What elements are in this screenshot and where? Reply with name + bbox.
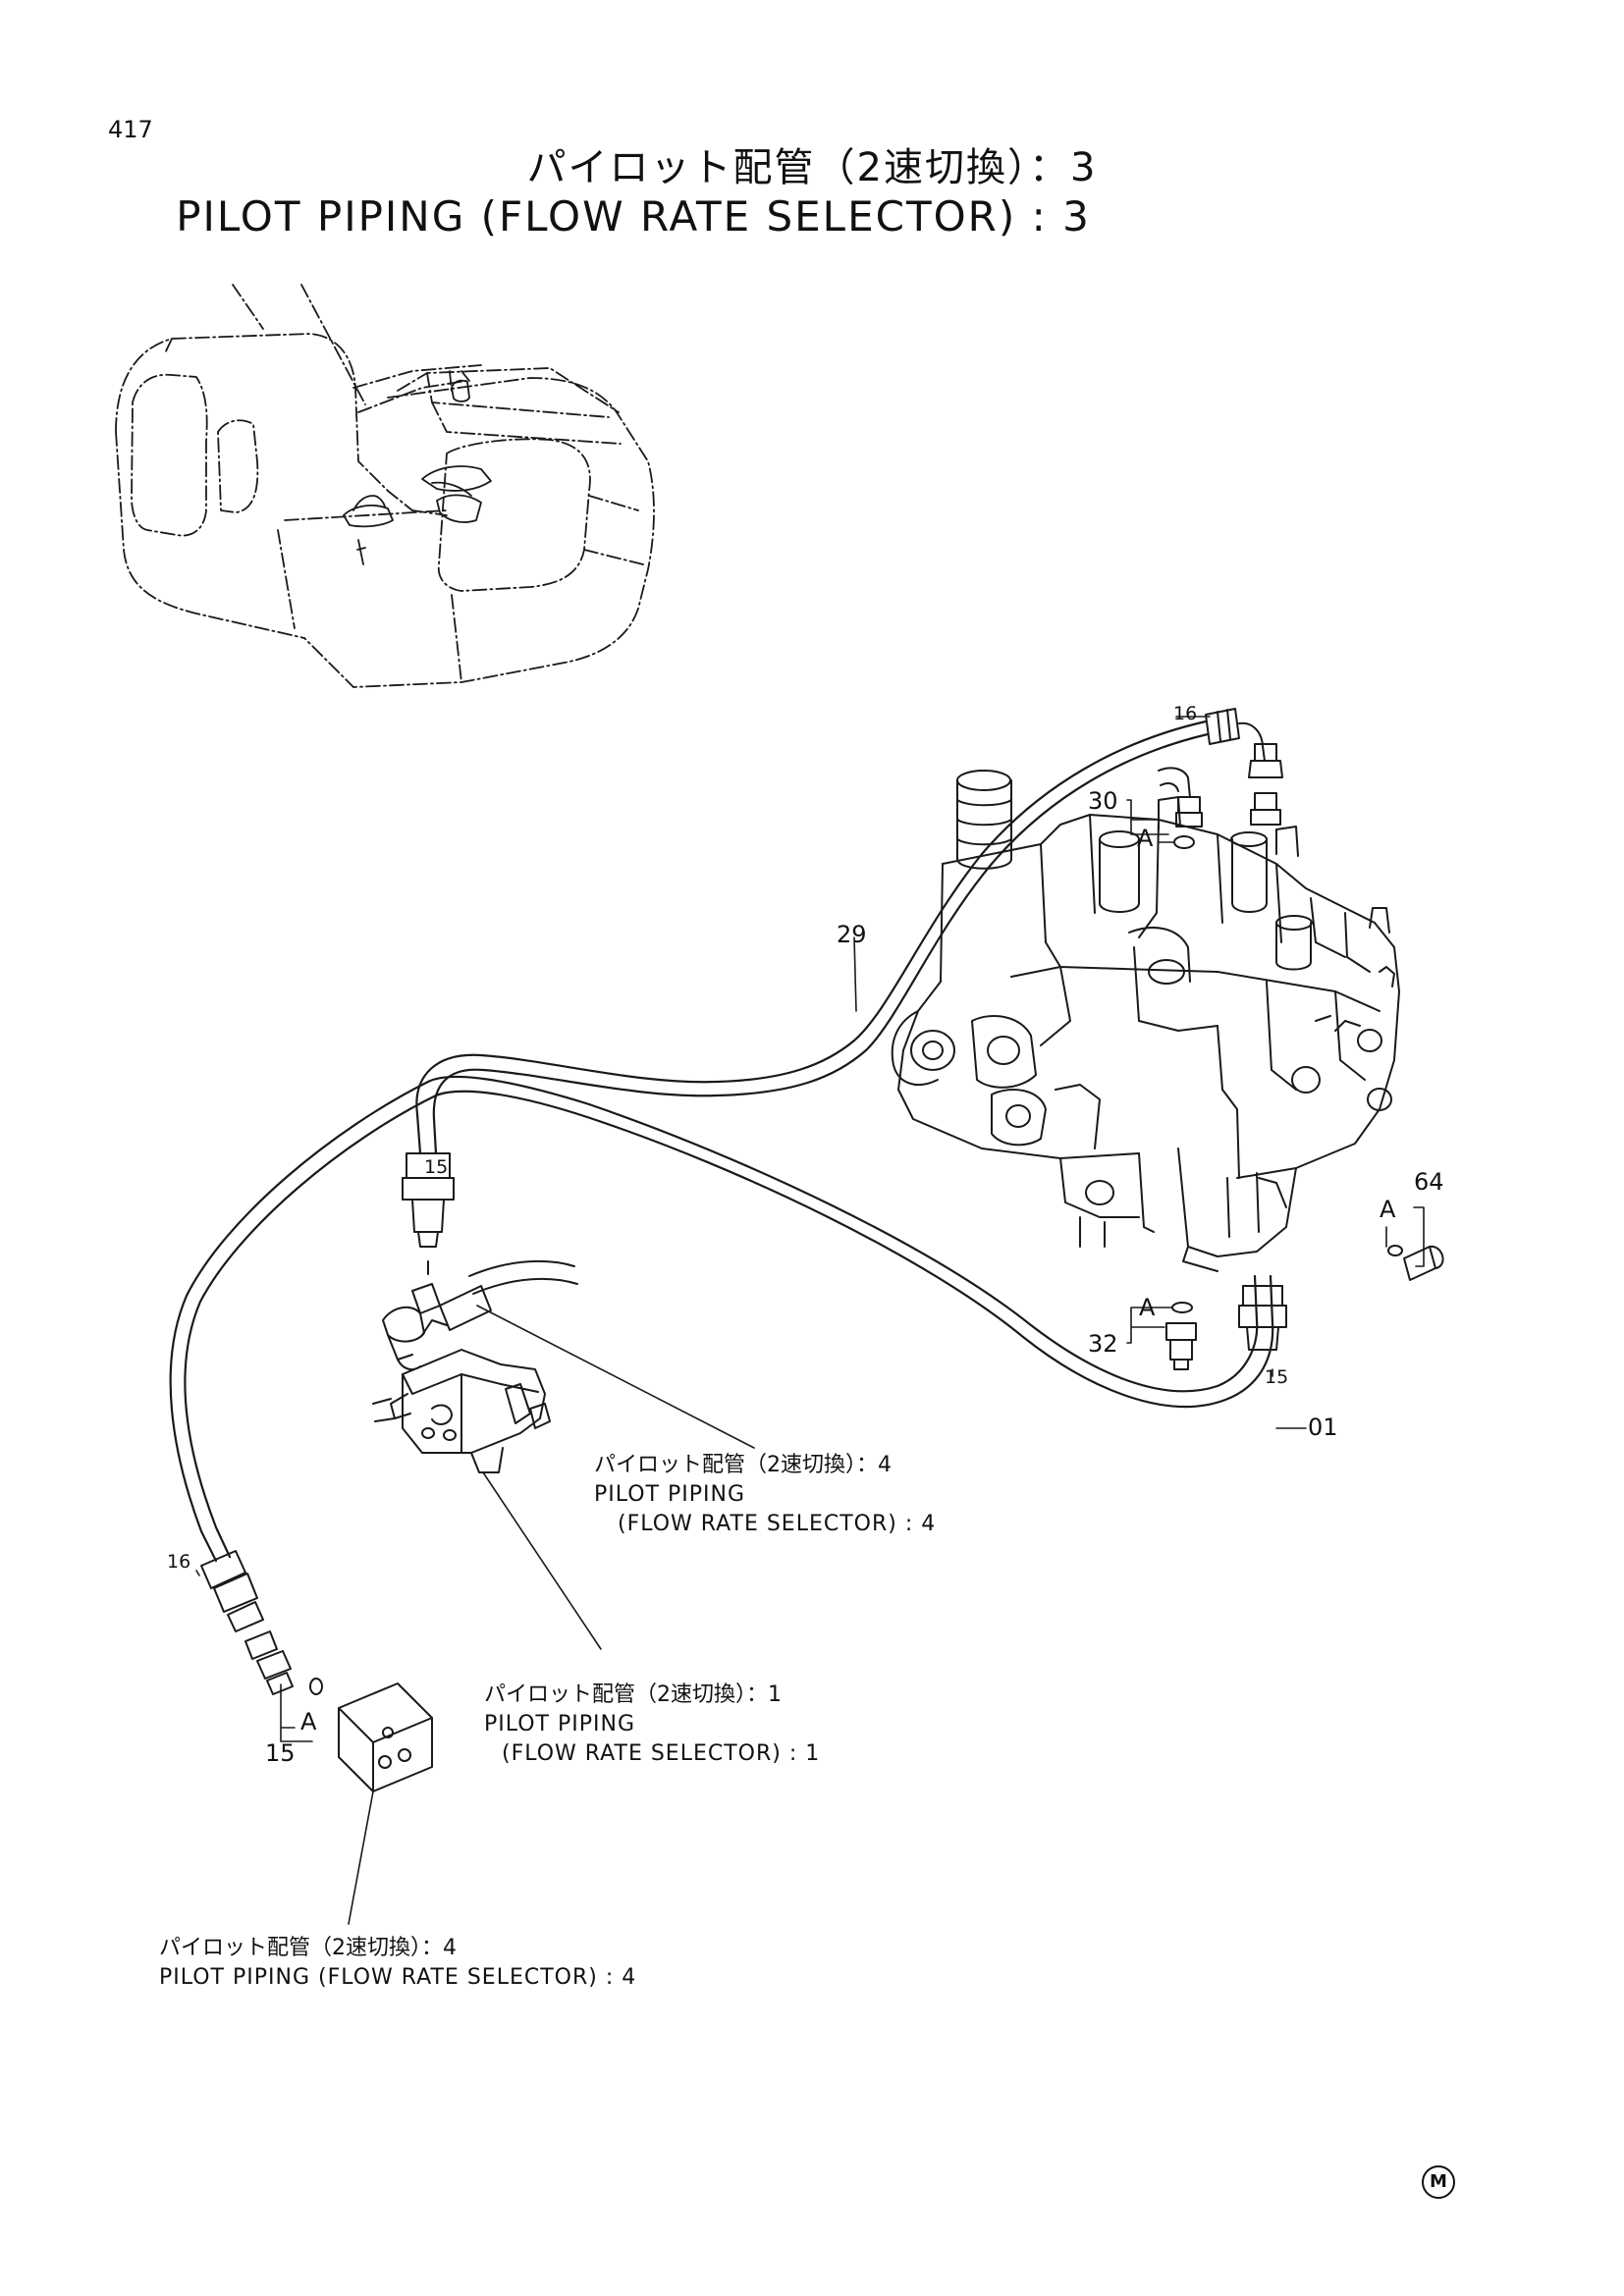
callout-16-top: 16: [1173, 703, 1198, 724]
reference-label-jp: パイロット配管（2速切換）：4: [159, 1936, 457, 1960]
callout-30: 30: [1088, 787, 1118, 815]
callout-15-bottom: 15: [265, 1739, 296, 1767]
callout-a-top: A: [1137, 825, 1154, 852]
reference-pilot-piping-1[interactable]: パイロット配管（2速切換）：1 PILOT PIPING (FLOW RATE …: [484, 1681, 820, 1769]
flow-rate-selector-valve-drawing: [372, 1259, 578, 1473]
callout-a-right: A: [1380, 1196, 1396, 1223]
excavator-overview-drawing: [115, 284, 655, 688]
reference-label-jp: パイロット配管（2速切換）：1: [484, 1682, 782, 1707]
reference-label-jp: パイロット配管（2速切換）：4: [594, 1453, 892, 1477]
page-number: 417: [108, 116, 153, 143]
reference-label-en: PILOT PIPING: [594, 1482, 745, 1507]
reference-label-en: PILOT PIPING (FLOW RATE SELECTOR) : 4: [159, 1965, 637, 1990]
callout-32: 32: [1088, 1330, 1118, 1358]
reference-label-en-detail: (FLOW RATE SELECTOR) : 1: [502, 1741, 821, 1766]
callout-15-left: 15: [424, 1156, 449, 1178]
callout-15-right: 15: [1265, 1366, 1289, 1388]
reference-pilot-piping-4-upper[interactable]: パイロット配管（2速切換）：4 PILOT PIPING (FLOW RATE …: [594, 1451, 936, 1539]
reference-pilot-piping-4-lower[interactable]: パイロット配管（2速切換）：4 PILOT PIPING (FLOW RATE …: [159, 1934, 636, 1993]
callout-a-left: A: [300, 1708, 317, 1735]
maker-mark: M: [1422, 2165, 1455, 2199]
control-valve-drawing: [891, 770, 1400, 1272]
callout-64: 64: [1414, 1168, 1444, 1196]
leader-lines: [195, 716, 1425, 1925]
callout-29: 29: [837, 921, 867, 948]
callout-a-mid: A: [1139, 1294, 1156, 1321]
pilot-hoses: [169, 720, 1274, 1563]
fittings: [200, 708, 1444, 1792]
page-title-japanese: パイロット配管（2速切換）：3: [526, 145, 1098, 190]
reference-label-en-detail: (FLOW RATE SELECTOR) : 4: [618, 1512, 937, 1536]
reference-label-en: PILOT PIPING: [484, 1712, 635, 1736]
callout-01: 01: [1308, 1414, 1338, 1441]
page-title: PILOT PIPING (FLOW RATE SELECTOR) : 3: [176, 192, 1091, 240]
excavator-detail-parts: [343, 379, 492, 565]
callout-16-left: 16: [167, 1551, 191, 1573]
